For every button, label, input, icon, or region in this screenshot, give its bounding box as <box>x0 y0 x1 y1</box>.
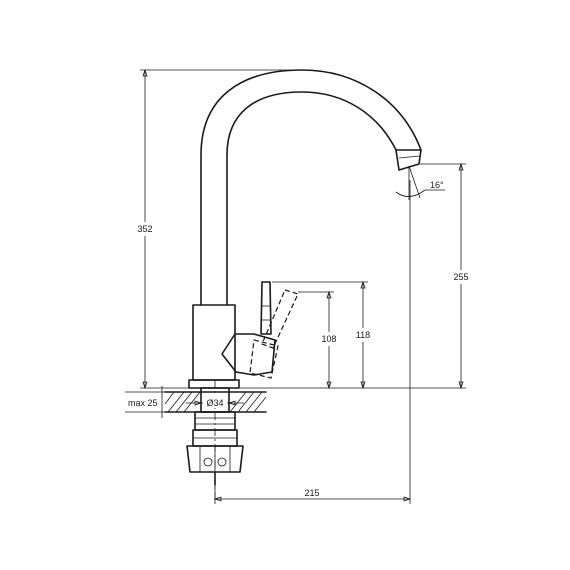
countertop <box>164 391 267 413</box>
dimension-handle-high: 118 <box>272 280 372 390</box>
label-handle-low: 108 <box>321 334 336 344</box>
label-mount-diameter: Ø34 <box>206 398 223 408</box>
label-total-height: 352 <box>137 224 152 234</box>
dimension-total-height: 352 <box>136 68 300 390</box>
label-handle-high: 118 <box>356 330 370 340</box>
dimension-reach: 215 <box>213 180 412 504</box>
faucet-body <box>188 304 240 389</box>
label-max-thickness: max 25 <box>128 398 158 408</box>
spout <box>200 69 422 306</box>
dimension-spout-angle: 16° <box>395 165 445 200</box>
lever-handle <box>221 281 276 376</box>
label-reach: 215 <box>304 488 319 498</box>
label-spout-angle: 16° <box>430 180 444 190</box>
dimension-spout-height: 255 <box>240 162 470 390</box>
dimension-mount-diameter: Ø34 <box>186 396 244 408</box>
dimension-handle-low: 108 <box>298 290 338 390</box>
label-spout-height: 255 <box>453 272 468 282</box>
lever-handle-open-position <box>249 289 299 379</box>
dimension-max-thickness: max 25 <box>125 386 165 418</box>
